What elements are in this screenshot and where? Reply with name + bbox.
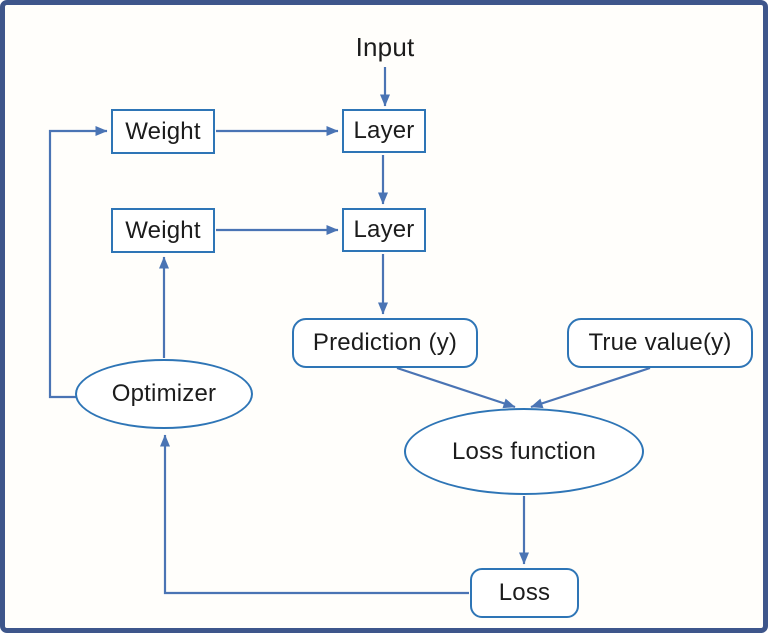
node-prediction-box: Prediction (y) <box>292 318 478 368</box>
edge-optimizer-to-weight1 <box>48 126 108 399</box>
node-optimizer-ellipse: Optimizer <box>75 359 253 429</box>
connector-layer <box>48 67 651 595</box>
node-true-value-box: True value(y) <box>567 318 753 368</box>
edge-prediction-to-lossfunction <box>396 366 516 409</box>
node-loss-function-ellipse: Loss function <box>404 408 644 495</box>
edge-loss-to-optimizer <box>160 434 469 595</box>
node-layer-box-1: Layer <box>342 109 426 153</box>
node-input-label: Input <box>355 32 415 62</box>
node-loss-box: Loss <box>470 568 579 618</box>
edge-truevalue-to-lossfunction <box>530 366 651 409</box>
node-weight-box-2: Weight <box>111 208 215 253</box>
node-weight-box-1: Weight <box>111 109 215 154</box>
node-layer-box-2: Layer <box>342 208 426 252</box>
